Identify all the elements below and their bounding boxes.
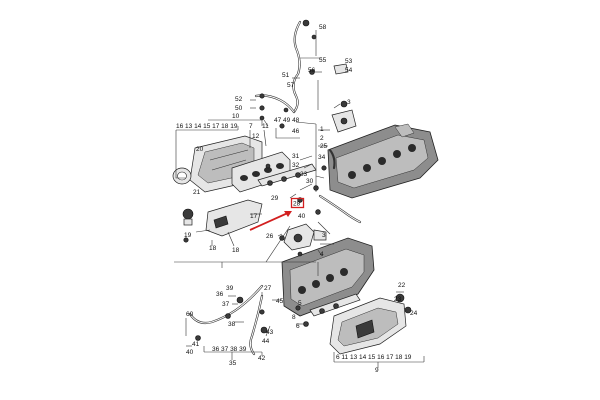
label-7: 7 <box>249 123 253 130</box>
label-8: 8 <box>292 314 296 321</box>
leader-lines <box>174 30 425 368</box>
label-31: 31 <box>292 153 300 160</box>
label-22: 22 <box>398 282 406 289</box>
label-41: 41 <box>192 341 200 348</box>
label-46: 46 <box>292 128 300 135</box>
label-35: 35 <box>229 360 237 367</box>
label-24: 24 <box>410 310 418 317</box>
high-pressure-fuel-pump <box>283 223 327 251</box>
label-18-a: 18 <box>209 245 217 252</box>
label-53: 53 <box>345 58 353 65</box>
label-9: 9 <box>375 367 379 374</box>
label-30: 30 <box>306 178 314 185</box>
label-21: 21 <box>193 189 201 196</box>
label-36: 36 <box>216 291 224 298</box>
bracket-53-54 <box>333 63 349 75</box>
engine-block-lower <box>281 237 375 317</box>
label-54: 54 <box>345 67 353 74</box>
label-38: 38 <box>228 321 236 328</box>
label-60: 60 <box>186 311 194 318</box>
highlight-box <box>290 197 305 209</box>
label-58: 58 <box>319 24 327 31</box>
label-seq-bottom-left: 36 37 38 39 <box>212 346 247 353</box>
label-50: 50 <box>235 105 243 112</box>
label-57: 57 <box>287 82 295 89</box>
small-fasteners <box>183 34 327 257</box>
return-pipe-right <box>318 148 362 224</box>
label-27: 27 <box>264 285 272 292</box>
hose-assembly-top <box>254 19 315 114</box>
callout-labels: 58 55 53 54 51 56 57 52 50 3 10 47 49 48… <box>176 24 418 374</box>
fuel-rail-upper <box>257 163 317 187</box>
label-seq-top-left: 16 13 14 15 17 18 19 <box>176 123 238 130</box>
label-32: 32 <box>292 162 300 169</box>
label-40-upper: 40 <box>298 213 306 220</box>
label-44: 44 <box>262 338 270 345</box>
label-28: 28 <box>293 201 301 208</box>
label-6: 6 <box>296 323 300 330</box>
label-39: 39 <box>226 285 234 292</box>
label-33: 33 <box>300 171 308 178</box>
label-1: 1 <box>320 126 324 133</box>
label-19: 19 <box>184 232 192 239</box>
label-5: 5 <box>298 300 302 307</box>
label-3-top: 3 <box>347 99 351 106</box>
label-10: 10 <box>232 113 240 120</box>
label-26: 26 <box>266 233 274 240</box>
label-42: 42 <box>258 355 266 362</box>
label-47-49-48: 47 49 48 <box>274 117 300 124</box>
lower-intake-part <box>182 199 263 237</box>
sensor-part-3 <box>331 100 357 133</box>
label-17: 17 <box>250 213 258 220</box>
label-23: 23 <box>394 296 402 303</box>
label-seq-bottom-right: 6 11 13 14 15 16 17 18 19 <box>336 354 412 361</box>
highlight-arrow <box>249 211 292 231</box>
label-12: 12 <box>252 133 260 140</box>
label-55: 55 <box>319 57 327 64</box>
label-43: 43 <box>266 329 274 336</box>
label-34: 34 <box>318 154 326 161</box>
label-52: 52 <box>235 96 243 103</box>
label-4: 4 <box>320 251 324 258</box>
label-20: 20 <box>196 146 204 153</box>
label-11: 11 <box>262 123 269 130</box>
label-45: 45 <box>276 298 284 305</box>
engine-block-upper <box>327 123 439 199</box>
label-25: 25 <box>320 143 328 150</box>
intake-manifold-lower <box>329 293 412 355</box>
label-18-b: 18 <box>232 247 240 254</box>
label-29: 29 <box>271 195 279 202</box>
label-51: 51 <box>282 72 290 79</box>
fuel-lines-lower-left <box>188 284 309 356</box>
label-37: 37 <box>222 301 230 308</box>
label-56: 56 <box>308 67 316 74</box>
label-3-mid: 3 <box>322 232 326 239</box>
label-2: 2 <box>320 135 324 142</box>
fuel-rail-lower <box>309 293 361 317</box>
label-40-lower: 40 <box>186 349 194 356</box>
